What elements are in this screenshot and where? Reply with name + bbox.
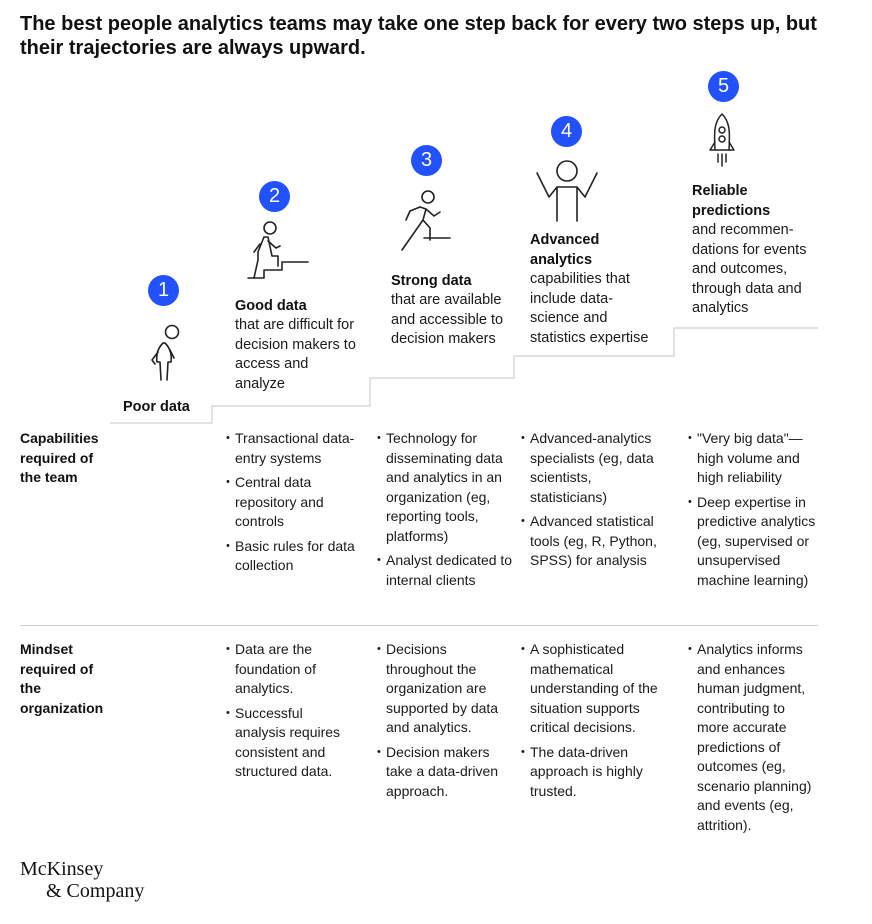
logo-line-1: McKinsey <box>20 858 104 880</box>
capabilities-column-4: Advanced-analytics specialists (eg, data… <box>521 429 669 576</box>
stage-2-name: Good data <box>235 298 307 314</box>
stage-2-badge: 2 <box>259 181 290 212</box>
list-item: Central data repository and controls <box>226 473 366 532</box>
list-item: Deep expertise in predictive analytics (… <box>688 493 816 591</box>
page-title: The best people analytics teams may take… <box>20 13 817 59</box>
capabilities-column-3: Technology for disseminating data and an… <box>377 429 513 595</box>
stage-1-badge: 1 <box>148 275 179 306</box>
capabilities-column-2: Transactional data-entry systems Central… <box>226 429 366 581</box>
capabilities-column-5: "Very big data"—high volume and high rel… <box>688 429 816 595</box>
running-person-icon <box>401 190 451 251</box>
rocket-icon <box>709 113 735 167</box>
stage-3-badge: 3 <box>411 145 442 176</box>
list-item: The data-driven approach is highly trust… <box>521 743 671 802</box>
list-item: Transactional data-entry systems <box>226 429 366 468</box>
section-divider <box>20 625 818 626</box>
stage-3-name: Strong data <box>391 273 472 289</box>
logo-line-2: & Company <box>46 880 145 902</box>
list-item: Advanced-analytics specialists (eg, data… <box>521 429 669 507</box>
stage-5-description: and recommen-dations for events and outc… <box>692 222 807 316</box>
stage-1-name: Poor data <box>123 399 190 415</box>
mindset-column-4: A sophisticated mathematical understandi… <box>521 640 671 806</box>
stage-5-name: Reliable predictions <box>692 183 771 219</box>
stage-2-description: that are difficult for decision makers t… <box>235 317 356 392</box>
list-item: Decision makers take a data-driven appro… <box>377 743 509 802</box>
mindset-column-5: Analytics informs and enhances human jud… <box>688 640 818 840</box>
list-item: Successful analysis requires consistent … <box>226 704 354 782</box>
list-item: Analyst dedicated to internal clients <box>377 551 513 590</box>
list-item: "Very big data"—high volume and high rel… <box>688 429 816 488</box>
mindset-label: Mindset required of the organization <box>20 641 104 716</box>
slouching-person-icon <box>151 324 180 381</box>
climbing-stairs-icon <box>247 221 309 279</box>
list-item: Analytics informs and enhances human jud… <box>688 640 818 835</box>
list-item: Advanced statistical tools (eg, R, Pytho… <box>521 512 669 571</box>
stage-5-badge: 5 <box>708 71 739 102</box>
list-item: A sophisticated mathematical understandi… <box>521 640 671 738</box>
cheering-person-icon <box>536 160 598 222</box>
mindset-column-2: Data are the foundation of analytics. Su… <box>226 640 354 787</box>
list-item: Basic rules for data collection <box>226 537 366 576</box>
stage-4-name: Advanced analytics <box>530 232 600 268</box>
stage-4-description: capabilities that include data-science a… <box>530 271 649 346</box>
list-item: Technology for disseminating data and an… <box>377 429 513 546</box>
capabilities-label: Capabilities required of the team <box>20 430 99 485</box>
mckinsey-logo: McKinsey & Company <box>20 858 144 902</box>
stage-3-description: that are available and accessible to dec… <box>391 292 504 347</box>
list-item: Data are the foundation of analytics. <box>226 640 354 699</box>
stage-4-badge: 4 <box>551 116 582 147</box>
list-item: Decisions throughout the organization ar… <box>377 640 509 738</box>
mindset-column-3: Decisions throughout the organization ar… <box>377 640 509 806</box>
